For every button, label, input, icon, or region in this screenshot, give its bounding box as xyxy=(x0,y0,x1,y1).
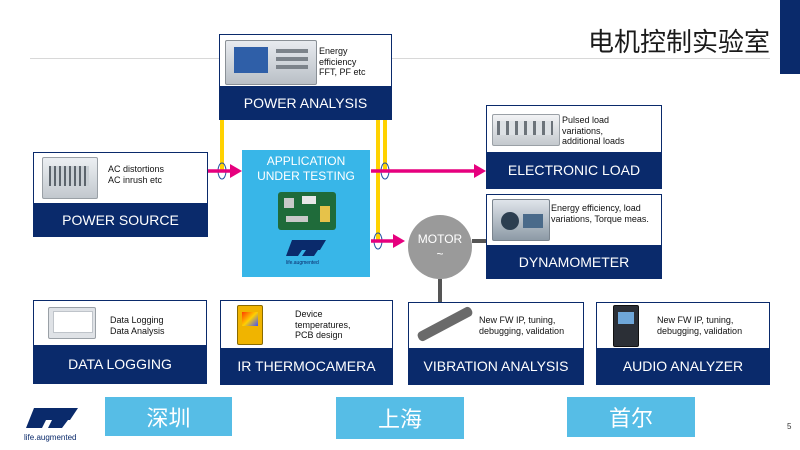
vibration-analysis-block: New FW IP, tuning, debugging, validation… xyxy=(408,302,584,385)
city-shenzhen: 深圳 xyxy=(105,397,232,436)
laptop-image xyxy=(48,307,96,339)
audio-analyzer-label: AUDIO ANALYZER xyxy=(597,348,769,384)
page-number: 5 xyxy=(787,422,792,431)
arrow-head xyxy=(393,234,405,248)
mechanical-links xyxy=(438,239,488,302)
accent-bar xyxy=(780,0,800,74)
power-source-block: AC distortions AC inrush etc POWER SOURC… xyxy=(33,152,208,237)
power-arrows xyxy=(208,164,486,248)
vibration-analysis-note: New FW IP, tuning, debugging, validation xyxy=(479,315,565,336)
motor-label: MOTOR xyxy=(417,232,463,246)
logo-tagline: life.augmented xyxy=(24,433,76,442)
data-logging-label: DATA LOGGING xyxy=(34,345,206,383)
electronic-load-note: Pulsed load variations, additional loads xyxy=(562,115,625,146)
st-logo-small: life.augmented xyxy=(282,238,330,266)
city-shanghai: 上海 xyxy=(336,397,464,439)
motor-symbol: ~ xyxy=(436,247,444,261)
electronic-load-block: Pulsed load variations, additional loads… xyxy=(486,105,662,189)
electronic-load-image xyxy=(492,114,560,146)
power-source-image xyxy=(42,157,98,199)
arrow-head xyxy=(230,164,242,178)
pcb-board-image xyxy=(278,192,336,230)
audio-analyzer-block: New FW IP, tuning, debugging, validation… xyxy=(596,302,770,385)
power-analyzer-image xyxy=(225,40,317,85)
audio-analyzer-note: New FW IP, tuning, debugging, validation xyxy=(657,315,743,336)
power-source-label: POWER SOURCE xyxy=(34,203,207,236)
motor-circle: MOTOR ~ xyxy=(408,215,472,279)
arrow-head xyxy=(474,164,486,178)
dynamometer-block: Energy efficiency, load variations, Torq… xyxy=(486,194,662,279)
ir-thermocamera-note: Device temperatures, PCB design xyxy=(295,309,351,340)
audio-analyzer-image xyxy=(613,305,639,347)
power-analysis-note: Energy efficiency FFT, PF etc xyxy=(319,46,366,77)
dynamometer-label: DYNAMOMETER xyxy=(487,245,661,278)
power-source-note: AC distortions AC inrush etc xyxy=(108,164,165,185)
st-logo: life.augmented xyxy=(22,404,82,444)
logo-tagline-small: life.augmented xyxy=(286,260,319,266)
data-logging-block: Data Logging Data Analysis DATA LOGGING xyxy=(33,300,207,384)
title-divider xyxy=(30,58,770,59)
vibration-analysis-label: VIBRATION ANALYSIS xyxy=(409,348,583,384)
page-title: 电机控制实验室 xyxy=(587,27,770,57)
ir-thermocamera-label: IR THERMOCAMERA xyxy=(221,348,392,384)
ir-thermocamera-block: Device temperatures, PCB design IR THERM… xyxy=(220,300,393,385)
power-analysis-label: POWER ANALYSIS xyxy=(220,86,391,119)
dynamometer-note: Energy efficiency, load variations, Torq… xyxy=(551,203,649,224)
power-analysis-block: Energy efficiency FFT, PF etc POWER ANAL… xyxy=(219,34,392,120)
dynamometer-image xyxy=(492,199,550,241)
measurement-probes xyxy=(220,118,387,240)
electronic-load-label: ELECTRONIC LOAD xyxy=(487,152,661,188)
vibration-probe-image xyxy=(416,305,474,343)
thermocamera-image xyxy=(237,305,263,345)
application-under-testing: APPLICATION UNDER TESTING life.augmented xyxy=(242,150,370,277)
data-logging-note: Data Logging Data Analysis xyxy=(110,315,165,336)
city-seoul: 首尔 xyxy=(567,397,695,437)
application-label: APPLICATION UNDER TESTING xyxy=(257,154,355,183)
